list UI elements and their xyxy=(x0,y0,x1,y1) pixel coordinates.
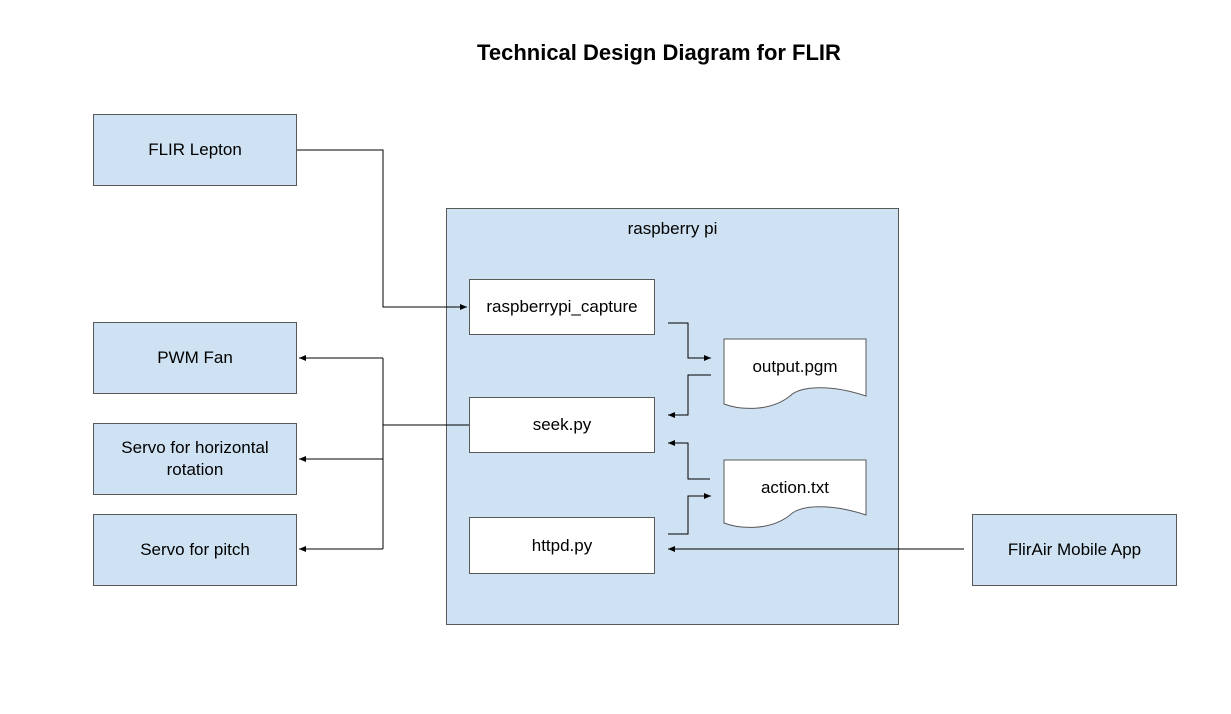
arrow-action-to-seek xyxy=(668,440,710,480)
arrow-httpd-to-action xyxy=(668,493,711,535)
raspberrypi-capture-node: raspberrypi_capture xyxy=(469,279,655,335)
arrow-output-to-seek xyxy=(668,374,711,418)
seek-py-node: seek.py xyxy=(469,397,655,453)
arrow-lepton-to-capture xyxy=(297,149,467,310)
diagram-title: Technical Design Diagram for FLIR xyxy=(477,40,841,65)
arrow-capture-to-output xyxy=(668,322,711,361)
servo-horizontal-node: Servo for horizontal rotation xyxy=(93,423,297,495)
pwm-fan-node: PWM Fan xyxy=(93,322,297,394)
action-txt-document xyxy=(723,459,867,528)
output-pgm-document xyxy=(723,338,867,409)
action-txt-label: action.txt xyxy=(760,478,830,497)
httpd-py-node: httpd.py xyxy=(469,517,655,574)
flir-lepton-node: FLIR Lepton xyxy=(93,114,297,186)
raspberry-pi-label: raspberry pi xyxy=(627,219,718,238)
flirair-app-node: FlirAir Mobile App xyxy=(972,514,1177,586)
servo-pitch-node: Servo for pitch xyxy=(93,514,297,586)
output-pgm-label: output.pgm xyxy=(752,357,838,376)
